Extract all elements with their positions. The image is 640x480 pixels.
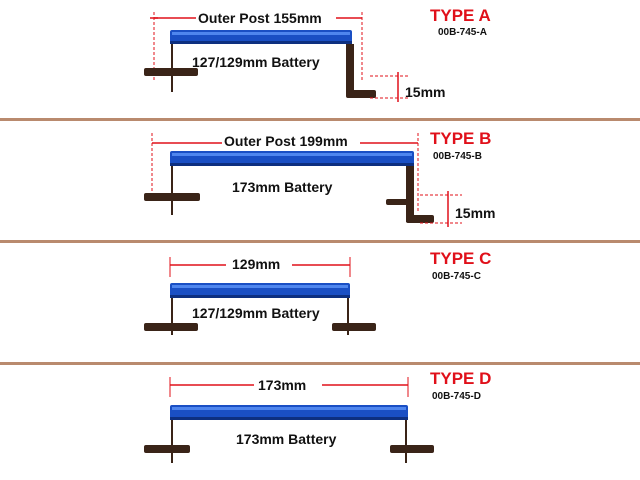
type-b-bar-shadow	[170, 163, 414, 166]
type-c-drawing	[144, 257, 376, 335]
type-c-part-code: 00B-745-C	[432, 271, 481, 282]
type-d-bar-shadow	[170, 417, 408, 420]
panel-type-d: 173mm 173mm Battery TYPE D 00B-745-D	[0, 365, 640, 480]
type-d-right-foot	[390, 445, 434, 453]
type-a-battery-label: 127/129mm Battery	[192, 54, 320, 70]
type-b-left-foot	[144, 193, 200, 201]
type-b-part-code: 00B-745-B	[433, 151, 482, 162]
type-a-height-label: 15mm	[405, 84, 446, 100]
type-a-drawing	[144, 12, 408, 102]
type-b-title: TYPE B	[430, 129, 492, 148]
type-a-left-foot	[144, 68, 198, 76]
type-a-title: TYPE A	[430, 6, 491, 25]
type-c-battery-label: 127/129mm Battery	[192, 305, 320, 321]
type-d-battery-label: 173mm Battery	[236, 431, 337, 447]
type-b-right-lower-foot	[406, 215, 434, 223]
type-a-top-dimension: Outer Post 155mm	[198, 10, 322, 26]
panel-type-b: Outer Post 199mm 173mm Battery 15mm TYPE…	[0, 121, 640, 241]
type-d-left-foot	[144, 445, 190, 453]
type-a-part-code: 00B-745-A	[438, 27, 487, 38]
divider-2	[0, 240, 640, 243]
type-d-top-dimension: 173mm	[258, 377, 307, 393]
type-b-battery-label: 173mm Battery	[232, 179, 333, 195]
type-b-drawing	[144, 133, 462, 227]
type-b-right-foot	[386, 199, 408, 205]
panel-type-a: Outer Post 155mm 127/129mm Battery 15mm …	[0, 0, 640, 120]
type-d-part-code: 00B-745-D	[432, 391, 481, 402]
panel-type-c: 129mm 127/129mm Battery TYPE C 00B-745-C	[0, 243, 640, 363]
type-c-bar-highlight	[172, 285, 348, 288]
type-a-right-post	[346, 44, 354, 96]
type-a-bar-shadow	[170, 41, 352, 44]
type-d-bar-highlight	[172, 407, 406, 410]
type-d-title: TYPE D	[430, 369, 492, 388]
type-c-bar-shadow	[170, 295, 350, 298]
type-b-bar-highlight	[172, 153, 412, 156]
type-b-height-label: 15mm	[455, 205, 496, 221]
type-c-title: TYPE C	[430, 249, 492, 268]
type-a-right-foot	[346, 90, 376, 98]
type-b-top-dimension: Outer Post 199mm	[224, 133, 348, 149]
type-c-right-foot	[332, 323, 376, 331]
divider-1	[0, 118, 640, 121]
type-d-drawing	[144, 377, 434, 463]
type-a-bar-highlight	[172, 32, 350, 35]
type-c-top-dimension: 129mm	[232, 256, 281, 272]
divider-3	[0, 362, 640, 365]
type-c-left-foot	[144, 323, 198, 331]
type-b-right-post	[406, 166, 414, 222]
